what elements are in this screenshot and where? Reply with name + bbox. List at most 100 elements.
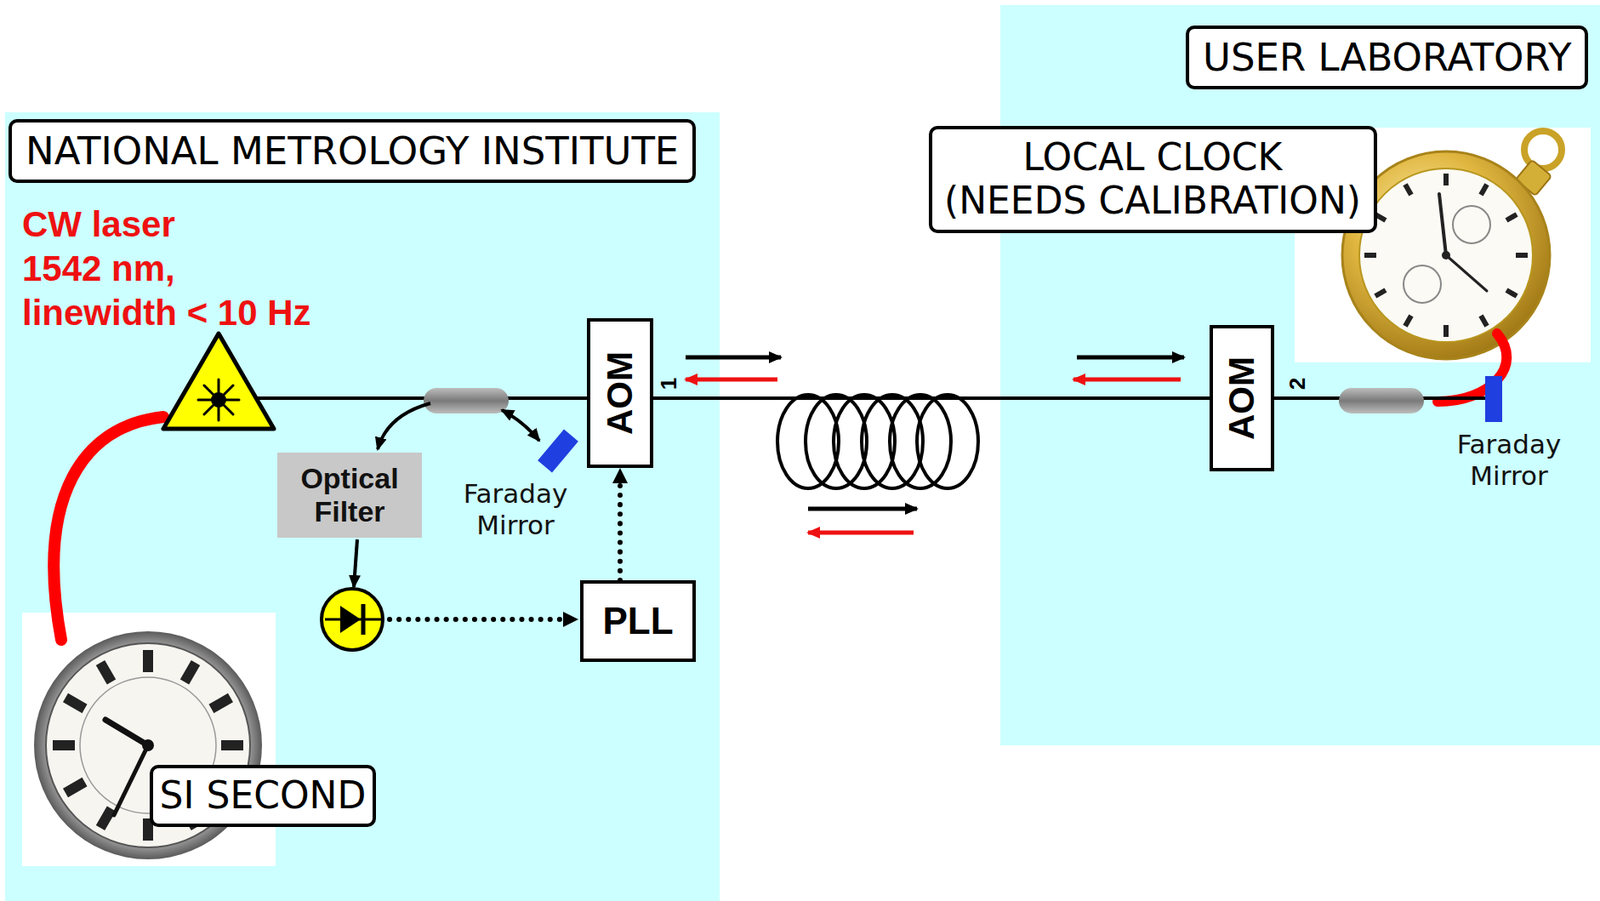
fiber-spool-part [889, 394, 951, 489]
pocket-watch-picture [1294, 127, 1591, 363]
pocket-watch-picture-part [1402, 314, 1413, 328]
wall-clock-picture-part [221, 740, 244, 751]
wall-clock-picture-part [180, 805, 200, 831]
laser-symbol-part [163, 333, 274, 429]
wall-clock-picture-part [62, 693, 88, 713]
arrow-head [612, 467, 628, 484]
wall-clock-picture-part [105, 719, 149, 746]
control-signal-arrow [612, 467, 628, 581]
wall-clock-picture-part [79, 677, 217, 814]
signal-line [389, 616, 562, 622]
photodiode-symbol-part [361, 603, 366, 635]
pocket-watch-picture-part [1342, 151, 1550, 359]
wall-clock-picture-part [208, 777, 234, 798]
aom-box: AOM [586, 318, 654, 468]
mirror-label-frame: Faraday Mirror [1457, 428, 1562, 492]
port-number: 2 [1286, 377, 1309, 390]
text-frame: LOCAL CLOCK (NEEDS CALIBRATION) [935, 136, 1370, 223]
fiber-branch [353, 539, 358, 587]
direction-arrows-part [1073, 377, 1181, 382]
pocket-watch-picture-part [1441, 250, 1451, 260]
wall-clock-picture-part [113, 745, 149, 815]
wrap-spacer [192, 202, 320, 291]
pocket-watch-picture-part [1373, 211, 1387, 223]
direction-arrows-part [808, 506, 917, 512]
laser-spec-label-frame: CW laser 1542 nm, linewidth < 10 Hz [22, 202, 320, 336]
pll-box: PLL [580, 580, 696, 662]
fiber-spool-part [777, 394, 839, 489]
pocket-watch-picture-part [1359, 168, 1533, 342]
wall-clock-picture-part [34, 631, 262, 860]
fiber-line [256, 396, 587, 400]
direction-arrows-part [808, 530, 914, 536]
pocket-watch-picture-part [1364, 252, 1377, 258]
wrap-spacer [1291, 136, 1370, 180]
pocket-watch-picture-part [1439, 193, 1447, 256]
wall-clock-picture-part [52, 740, 75, 751]
node-text: PLL [602, 598, 673, 644]
fiber-spool-part [916, 394, 979, 489]
wall-clock-picture-part [45, 643, 251, 848]
connector-line [617, 479, 623, 581]
port-number: 1 [657, 377, 680, 390]
pocket-watch-picture-part [1446, 255, 1487, 291]
pocket-watch-picture-part [1478, 182, 1489, 196]
pocket-watch-picture-part [1403, 265, 1441, 303]
wall-clock-picture [22, 612, 276, 866]
direction-arrows-part [1076, 355, 1185, 360]
node-text: LOCAL CLOCK (NEEDS CALIBRATION) [944, 135, 1361, 223]
wall-clock-picture-part [180, 660, 200, 685]
faraday-mirror [537, 429, 579, 473]
pocket-watch-picture-part [1443, 173, 1449, 186]
fiber-coupler [423, 387, 509, 414]
node-text: AOM [600, 351, 640, 435]
laser-spec-label: CW laser 1542 nm, linewidth < 10 Hz [22, 204, 312, 333]
si-second-box: SI SECOND [149, 764, 376, 827]
wall-clock-picture-part [142, 818, 154, 841]
mirror-label: Faraday Mirror [1457, 428, 1562, 491]
connector-line [653, 396, 1210, 400]
fiber-spool [777, 394, 979, 489]
mirror-label: Faraday Mirror [463, 478, 569, 541]
aom-box: AOM [1209, 324, 1275, 472]
user-lab-region: USER LABORATORYLOCAL CLOCK (NEEDS CALIBR… [1000, 5, 1600, 746]
wrap-spacer [935, 136, 1014, 180]
port-number-frame: 2 [1291, 372, 1304, 395]
node-text: AOM [1222, 356, 1262, 440]
direction-arrows-part [685, 355, 781, 360]
wall-clock-picture-part [22, 612, 276, 866]
fiber-coupler [1338, 387, 1424, 414]
fiber-branch [501, 409, 540, 441]
wall-clock-picture-part [208, 693, 234, 713]
photodiode-symbol-part [340, 605, 361, 633]
pocket-watch-picture-part [1443, 324, 1449, 337]
port-number-frame: 1 [662, 372, 675, 395]
direction-arrows-part [685, 377, 778, 382]
pocket-watch-picture-part [1505, 287, 1519, 298]
photodiode-symbol-part [321, 588, 383, 650]
laser-symbol-part-part [204, 385, 234, 415]
region-heading: USER LABORATORY [1185, 25, 1589, 90]
pocket-watch-picture-part [1373, 287, 1387, 298]
fiber-spool-part [833, 394, 895, 489]
faraday-mirror [1485, 375, 1503, 422]
laser-symbol-part-part [204, 385, 234, 415]
pocket-watch-picture-part [1515, 252, 1528, 258]
fiber-spool-part [805, 394, 867, 489]
wall-clock-picture-part [142, 649, 154, 672]
optical-filter-box: Optical Filter [277, 452, 422, 538]
wall-clock-picture-part [142, 739, 154, 752]
local-clock-box: LOCAL CLOCK (NEEDS CALIBRATION) [928, 125, 1378, 234]
fiber-spool-part [861, 394, 923, 489]
node-text: Optical Filter [300, 461, 399, 529]
clock-cable [53, 416, 164, 640]
fiber-link [653, 398, 1210, 399]
pocket-watch-picture-part [1294, 127, 1591, 363]
wall-clock-picture-part [62, 777, 88, 798]
pocket-watch-picture-part [1452, 205, 1491, 244]
signal-arrowhead [563, 611, 579, 627]
pocket-watch-picture-part [1478, 314, 1489, 328]
direction-arrows [685, 357, 1185, 533]
node-text: SI SECOND [159, 773, 367, 819]
photodiode-symbol [321, 588, 383, 650]
